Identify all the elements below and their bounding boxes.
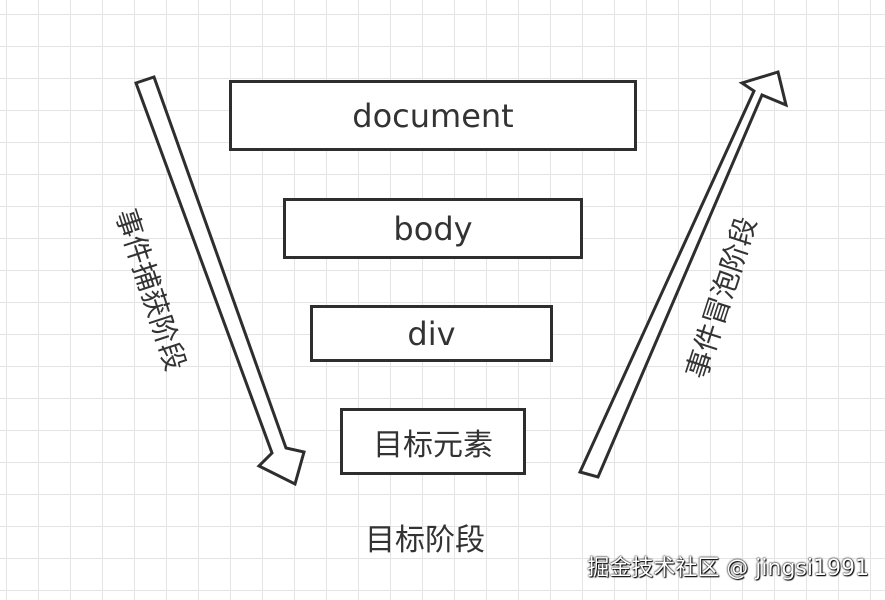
body-box: body bbox=[283, 198, 583, 259]
body-label: body bbox=[393, 209, 473, 248]
div-box: div bbox=[310, 305, 553, 362]
target-element-label: 目标元素 bbox=[373, 427, 493, 463]
target-element-box: 目标元素 bbox=[340, 408, 526, 475]
document-label: document bbox=[352, 96, 514, 135]
document-box: document bbox=[229, 80, 637, 151]
div-label: div bbox=[407, 314, 456, 353]
bubble-arrow bbox=[577, 70, 789, 479]
capture-arrow bbox=[134, 75, 306, 487]
target-phase-label: 目标阶段 bbox=[365, 523, 485, 558]
watermark: 掘金技术社区 @ jingsi1991 bbox=[587, 556, 869, 581]
